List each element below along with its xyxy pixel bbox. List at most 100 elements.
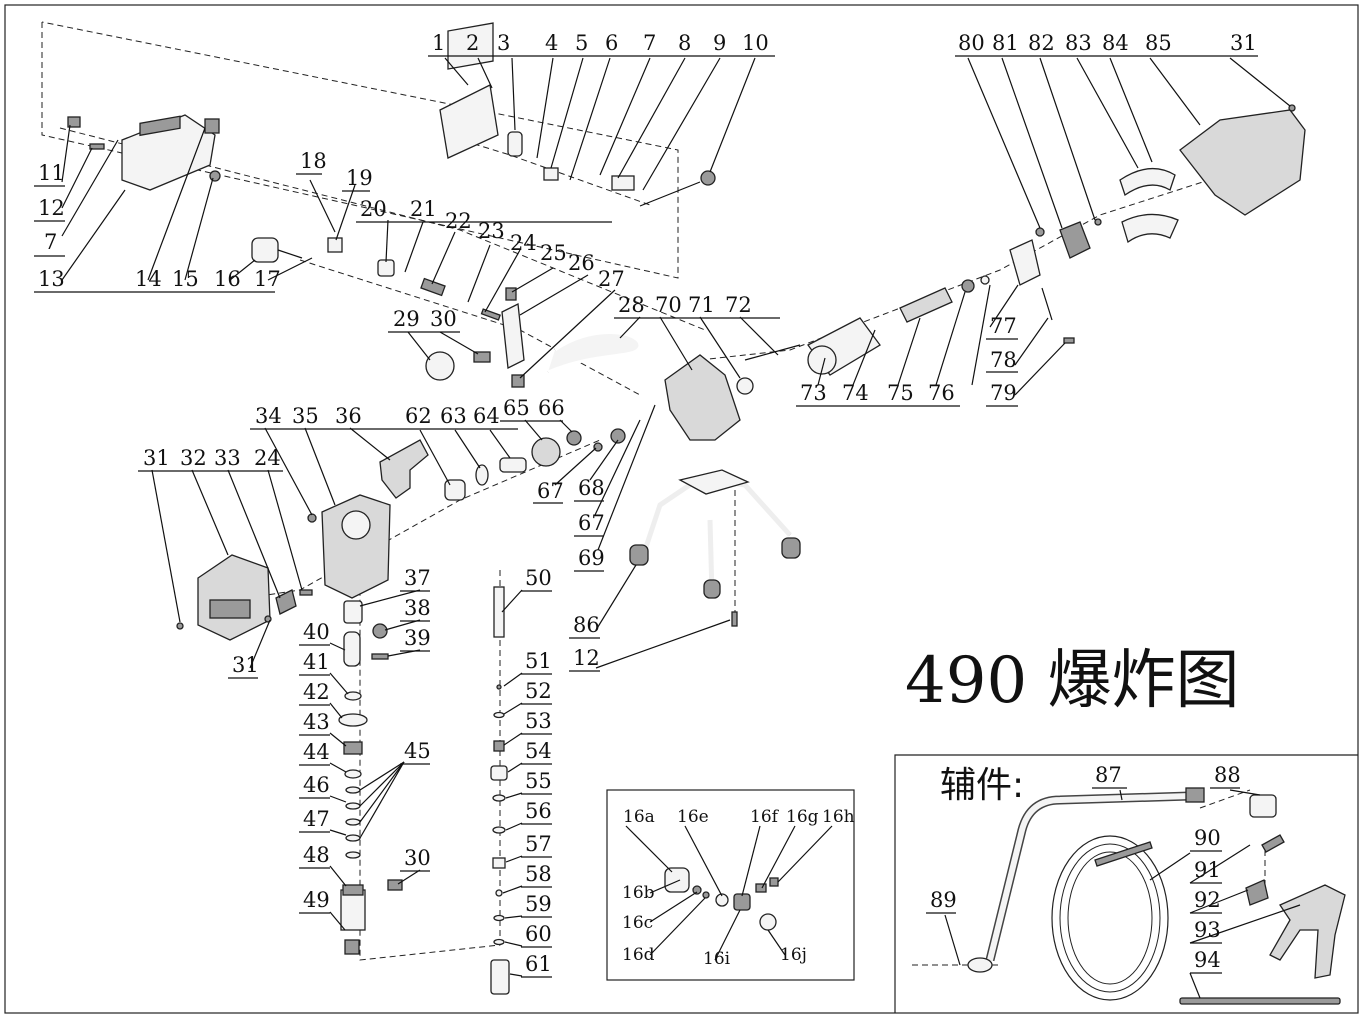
crank-64 bbox=[499, 457, 527, 473]
nut-15 bbox=[209, 170, 221, 182]
callout-70: 70 bbox=[655, 293, 682, 317]
callout-58: 58 bbox=[525, 862, 552, 886]
screw-34 bbox=[307, 513, 317, 523]
cable-gland-10 bbox=[700, 170, 716, 186]
callout-62: 62 bbox=[405, 404, 432, 428]
callout-37: 37 bbox=[404, 566, 431, 590]
callout-21: 21 bbox=[410, 197, 437, 221]
connecting-rod-40 bbox=[343, 631, 361, 667]
screw-12b bbox=[731, 611, 738, 627]
tip-92 bbox=[1245, 879, 1269, 906]
front-cover-35 bbox=[321, 494, 391, 599]
block-8 bbox=[611, 175, 635, 191]
screw-82 bbox=[1094, 218, 1102, 226]
part-79 bbox=[1063, 337, 1075, 344]
callout-39: 39 bbox=[404, 626, 431, 650]
sub-callout-16a: 16a bbox=[623, 807, 655, 827]
callout-19: 19 bbox=[346, 166, 373, 190]
end-bell-77 bbox=[1009, 239, 1041, 286]
callout-87: 87 bbox=[1095, 763, 1122, 787]
hose-coil-90 bbox=[1051, 835, 1169, 1001]
callout-69: 69 bbox=[578, 546, 605, 570]
leader-lines bbox=[61, 57, 1291, 977]
callout-34: 34 bbox=[255, 404, 282, 428]
piston-parts bbox=[490, 586, 510, 995]
sub-callout-16h: 16h bbox=[822, 807, 855, 827]
callout-38: 38 bbox=[404, 596, 431, 620]
pump-drive-parts bbox=[176, 428, 626, 641]
ring-46b bbox=[345, 802, 361, 810]
part-19 bbox=[327, 237, 343, 253]
ring-46a bbox=[345, 786, 361, 794]
stand-parts bbox=[629, 469, 801, 627]
part-54 bbox=[490, 765, 508, 781]
bolt-72 bbox=[744, 344, 801, 361]
part-43 bbox=[343, 741, 363, 755]
callout-50: 50 bbox=[525, 566, 552, 590]
part-16g bbox=[755, 883, 767, 893]
part-57 bbox=[492, 857, 506, 869]
callout-18: 18 bbox=[300, 149, 327, 173]
callout-79: 79 bbox=[990, 381, 1017, 405]
callout-1: 1 bbox=[432, 31, 445, 55]
control-panel-cover bbox=[439, 84, 499, 159]
armature-74 bbox=[899, 287, 953, 323]
screw-31b bbox=[176, 622, 184, 630]
sub-callout-16d: 16d bbox=[622, 945, 655, 965]
nut-80 bbox=[1035, 227, 1045, 237]
ring-47a bbox=[345, 818, 361, 826]
callout-46: 46 bbox=[303, 773, 330, 797]
callout-49: 49 bbox=[303, 888, 330, 912]
part-24 bbox=[480, 308, 501, 321]
part-38 bbox=[372, 623, 388, 639]
fitting-30 bbox=[473, 351, 491, 363]
callout-42: 42 bbox=[303, 680, 330, 704]
pressure-control-parts bbox=[327, 237, 642, 388]
callout-51: 51 bbox=[525, 649, 552, 673]
sub-callout-16c: 16c bbox=[622, 913, 653, 933]
part-56 bbox=[492, 826, 506, 834]
callout-26: 26 bbox=[568, 251, 595, 275]
callout-12b: 12 bbox=[573, 646, 600, 670]
shaft-17 bbox=[277, 249, 303, 259]
sleeve-37 bbox=[343, 600, 363, 624]
callout-86: 86 bbox=[573, 613, 600, 637]
foot-mid bbox=[703, 579, 721, 599]
brush-78 bbox=[1041, 287, 1053, 321]
handle-36 bbox=[379, 439, 429, 499]
callout-31b: 31 bbox=[143, 446, 170, 470]
pump-lower-parts bbox=[338, 600, 403, 955]
bearing-71 bbox=[736, 377, 754, 395]
callout-71: 71 bbox=[688, 293, 715, 317]
callout-63: 63 bbox=[440, 404, 467, 428]
bearing-62 bbox=[444, 479, 466, 501]
accessories-title: 辅件: bbox=[940, 765, 1024, 806]
callout-17: 17 bbox=[254, 267, 281, 291]
gear-housing-70 bbox=[664, 354, 741, 441]
callout-94: 94 bbox=[1194, 948, 1221, 972]
callout-61: 61 bbox=[525, 952, 552, 976]
ring-76 bbox=[980, 275, 990, 285]
bearing-75 bbox=[961, 279, 975, 293]
part-58 bbox=[495, 889, 503, 897]
callout-55: 55 bbox=[525, 769, 552, 793]
accessories-frame bbox=[894, 754, 1358, 1013]
callout-35: 35 bbox=[292, 404, 319, 428]
callout-77: 77 bbox=[990, 314, 1017, 338]
pump-inlet-49 bbox=[344, 939, 360, 955]
callout-45: 45 bbox=[404, 739, 431, 763]
callout-30a: 30 bbox=[430, 307, 457, 331]
strainer-88 bbox=[1249, 794, 1277, 818]
ring-48 bbox=[345, 851, 361, 859]
part-22 bbox=[420, 277, 446, 297]
motor-parts bbox=[664, 104, 1306, 441]
callout-29: 29 bbox=[393, 307, 420, 331]
callout-52: 52 bbox=[525, 679, 552, 703]
callout-4: 4 bbox=[545, 31, 558, 55]
callout-85: 85 bbox=[1145, 31, 1172, 55]
callout-9: 9 bbox=[713, 31, 726, 55]
tube-end bbox=[1185, 787, 1205, 803]
callout-22: 22 bbox=[445, 209, 472, 233]
shroud-84 bbox=[1121, 213, 1179, 244]
piston-rod-50 bbox=[493, 586, 505, 638]
